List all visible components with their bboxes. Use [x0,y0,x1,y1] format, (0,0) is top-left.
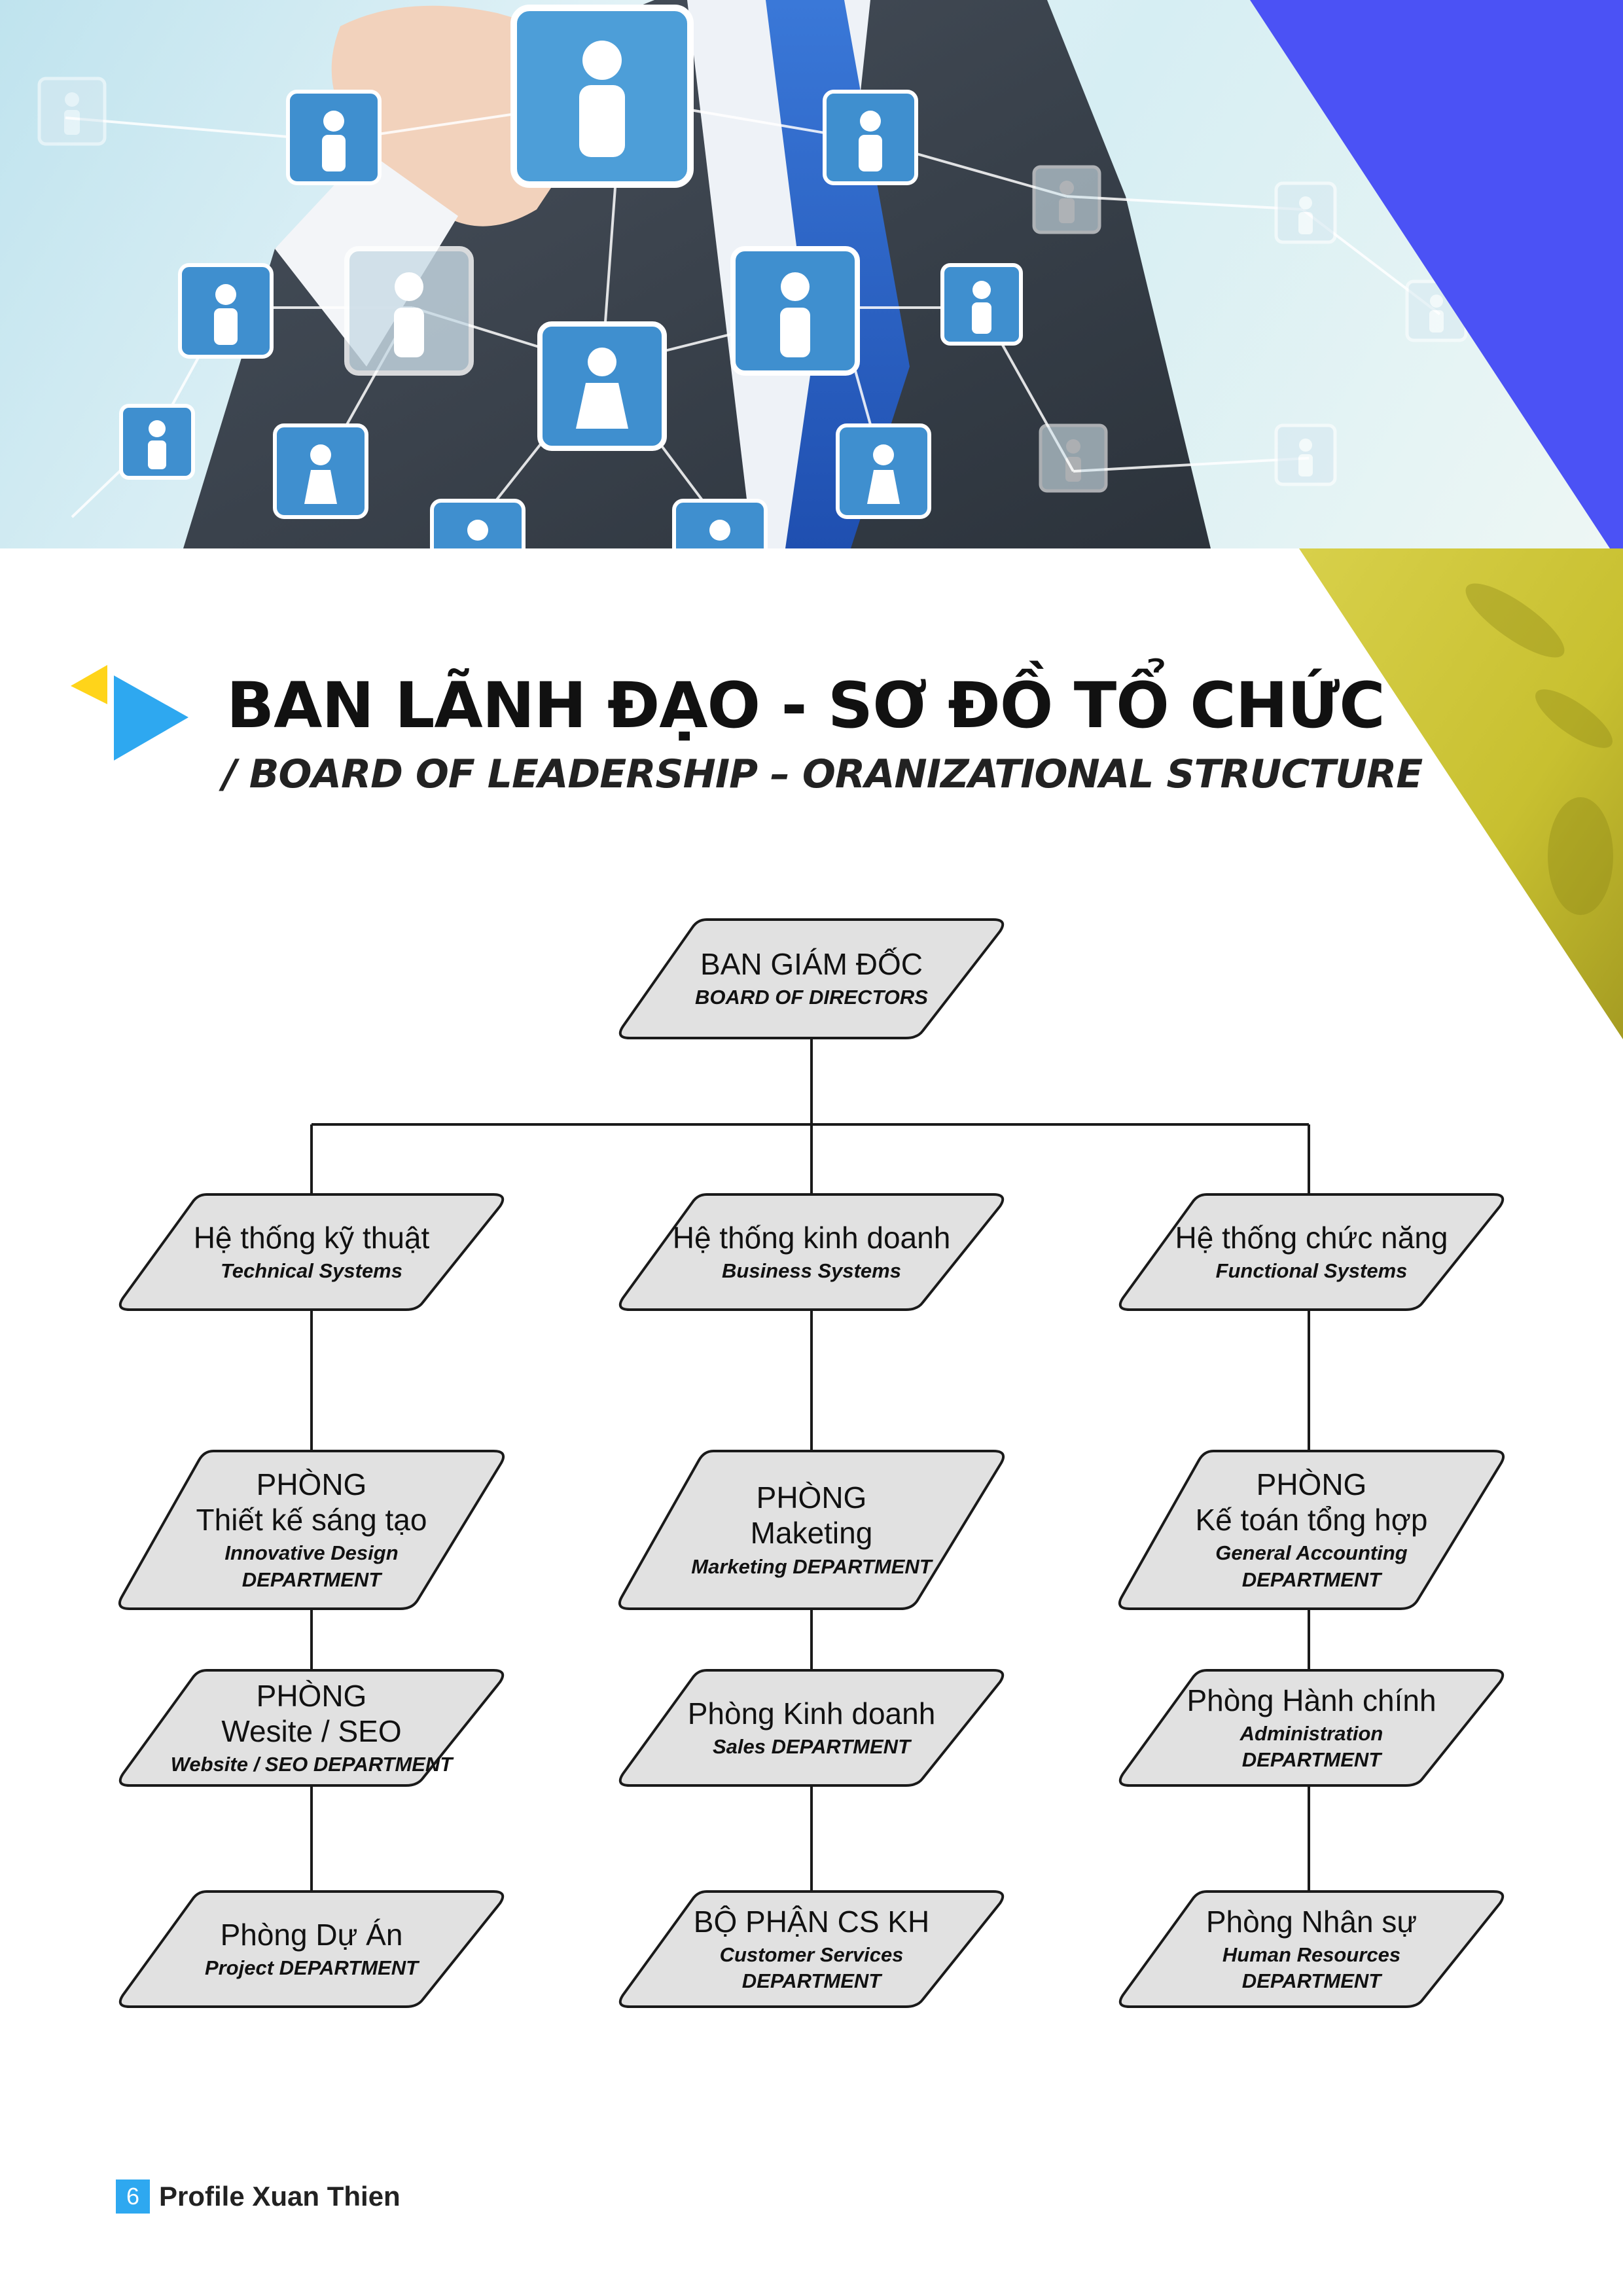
page-title: BAN LÃNH ĐẠO - SƠ ĐỒ TỔ CHỨC [226,669,1385,742]
page-subtitle: / BOARD OF LEADERSHIP – ORANIZATIONAL ST… [223,751,1423,797]
node-subtitle-line: DEPARTMENT [1241,1748,1382,1772]
parallelogram-shape [618,1193,1005,1311]
node-title: BAN GIÁM ĐỐC [700,947,923,982]
node-website-seo-department: PHÒNG Wesite / SEO Website / SEO DEPARTM… [115,1669,508,1787]
blue-band [1250,0,1623,548]
node-title: Hệ thống kinh doanh [672,1220,951,1255]
node-subtitle: Functional Systems [1215,1259,1408,1282]
node-subtitle-line: Sales DEPARTMENT [712,1734,911,1758]
parallelogram-shape [118,1669,505,1787]
node-project-department: Phòng Dự Án Project DEPARTMENT [115,1890,508,2008]
parallelogram-shape [1118,1193,1505,1311]
node-subtitle-line: DEPARTMENT [741,1969,882,1993]
node-subtitle-line: Website / SEO DEPARTMENT [170,1753,453,1776]
node-title-line: PHÒNG [1256,1467,1367,1501]
parallelogram-shape [618,918,1005,1039]
page-footer: 6 Profile Xuan Thien [116,2179,401,2214]
node-title-line: Thiết kế sáng tạo [196,1503,427,1537]
node-title: Hệ thống kỹ thuật [193,1220,430,1255]
node-technical-systems: Hệ thống kỹ thuật Technical Systems [115,1193,508,1311]
title-play-icon [71,665,188,761]
node-administration-department: Phòng Hành chính Administration DEPARTME… [1115,1669,1508,1787]
node-human-resources-department: Phòng Nhân sự Human Resources DEPARTMENT [1115,1890,1508,2008]
yellow-band [1299,548,1623,1039]
node-subtitle-line: DEPARTMENT [241,1568,382,1591]
node-general-accounting-department: PHÒNG Kế toán tổng hợp General Accountin… [1115,1450,1508,1610]
footer-text: Profile Xuan Thien [159,2181,401,2212]
node-sales-department: Phòng Kinh doanh Sales DEPARTMENT [615,1669,1008,1787]
parallelogram-shape [618,1669,1005,1787]
node-subtitle-line: Human Resources [1222,1943,1401,1966]
parallelogram-shape [118,1193,505,1311]
node-subtitle: BOARD OF DIRECTORS [695,986,928,1009]
node-subtitle-line: Administration [1240,1721,1383,1745]
node-subtitle-line: Innovative Design [224,1541,399,1565]
node-title-line: PHÒNG [256,1678,367,1713]
node-title-line: BỘ PHẬN CS KH [693,1904,930,1939]
node-subtitle-line: General Accounting [1215,1541,1408,1565]
node-subtitle: Business Systems [722,1259,901,1282]
parallelogram-shape [1118,1450,1505,1610]
node-title-line: Phòng Hành chính [1186,1683,1436,1717]
node-subtitle-line: Project DEPARTMENT [204,1956,419,1979]
node-title: Hệ thống chức năng [1175,1220,1448,1255]
node-marketing-department: PHÒNG Maketing Marketing DEPARTMENT [615,1450,1008,1610]
node-innovative-design-department: PHÒNG Thiết kế sáng tạo Innovative Desig… [115,1450,508,1610]
node-subtitle-line: DEPARTMENT [1241,1568,1382,1591]
parallelogram-shape [118,1450,505,1610]
node-title-line: Phòng Kinh doanh [687,1696,936,1731]
parallelogram-shape [1118,1669,1505,1787]
node-board-of-directors: BAN GIÁM ĐỐC BOARD OF DIRECTORS [615,918,1008,1039]
node-title-line: Phòng Nhân sự [1205,1904,1418,1939]
node-title-line: PHÒNG [756,1480,867,1515]
node-subtitle-line: DEPARTMENT [1241,1969,1382,1993]
node-subtitle: Technical Systems [221,1259,402,1282]
node-title-line: Kế toán tổng hợp [1195,1503,1428,1537]
page-number-badge: 6 [116,2179,150,2214]
network-illustration [37,0,1623,548]
parallelogram-shape [618,1450,1005,1610]
parallelogram-shape [1118,1890,1505,2008]
parallelogram-shape [618,1890,1005,2008]
node-functional-systems: Hệ thống chức năng Functional Systems [1115,1193,1508,1311]
node-title-line: Wesite / SEO [221,1713,402,1748]
person-tiles [37,5,1468,548]
node-subtitle-line: Marketing DEPARTMENT [691,1554,932,1578]
node-title-line: PHÒNG [256,1467,367,1501]
node-customer-services-department: BỘ PHẬN CS KH Customer Services DEPARTME… [615,1890,1008,2008]
node-subtitle-line: Customer Services [719,1943,904,1966]
node-business-systems: Hệ thống kinh doanh Business Systems [615,1193,1008,1311]
parallelogram-shape [118,1890,505,2008]
header-photo [0,0,1623,548]
node-title-line: Maketing [750,1516,873,1551]
node-title-line: Phòng Dự Án [220,1917,403,1952]
